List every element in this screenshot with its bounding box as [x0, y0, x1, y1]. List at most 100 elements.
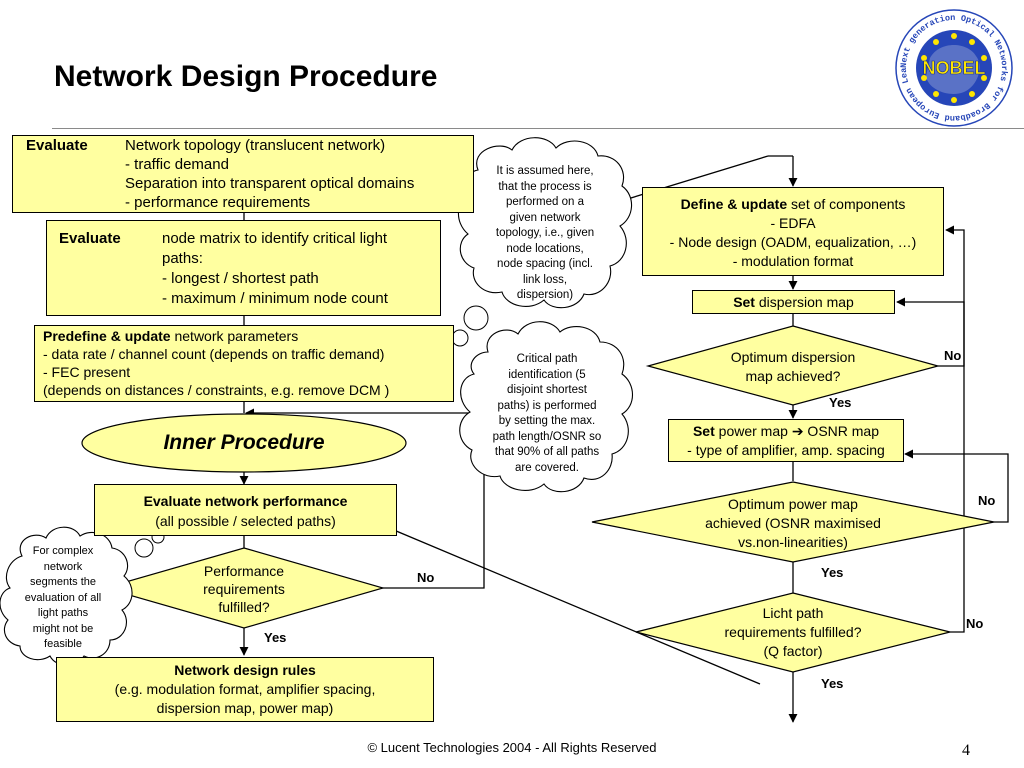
define-components-box: Define & update set of components - EDFA…: [642, 187, 944, 276]
define-line: - Node design (OADM, equalization, …): [669, 234, 917, 250]
set-power-line1: Set power map ➔ OSNR map: [669, 422, 903, 441]
power-diamond-line: Optimum power map: [728, 496, 858, 512]
box1-keyword: Evaluate: [26, 137, 88, 154]
cloud-line: It is assumed here,: [496, 165, 594, 177]
cloud-line: performed on a: [506, 196, 584, 208]
power-diamond: [591, 481, 995, 563]
power-diamond-line: achieved (OSNR maximised: [705, 515, 881, 531]
set-disp-text: Set dispersion map: [693, 293, 894, 312]
cloud-line: that the process is: [498, 180, 592, 193]
disp-no-label: No: [944, 348, 962, 363]
rules-line3: dispersion map, power map): [156, 700, 334, 716]
cloud-line: by setting the max.: [498, 415, 596, 427]
cloud-assumption-text: It is assumed here, that the process is …: [470, 164, 620, 304]
perf-diamond-line: fulfilled?: [218, 599, 270, 615]
predefine-parameters-box: Predefine & update network parameters - …: [34, 325, 454, 402]
box3-first-rest: network parameters: [170, 328, 299, 344]
rules-line2: (e.g. modulation format, amplifier spaci…: [114, 681, 376, 697]
nobel-logo: Next generation Optical Networks for Bro…: [0, 0, 1013, 127]
box1-line: - traffic demand: [125, 156, 229, 173]
define-first-line: Define & update set of components: [643, 195, 943, 214]
cloud-critical-path: [451, 305, 634, 493]
box3-keyword: Predefine & update: [43, 328, 171, 344]
box3-line: - FEC present: [43, 364, 131, 380]
cloud-line: feasible: [44, 638, 82, 650]
cloud-line: dispersion): [516, 289, 574, 301]
cloud-line: Critical path: [516, 353, 578, 365]
box2-line: - maximum / minimum node count: [162, 290, 388, 307]
cloud-line: identification (5: [508, 368, 586, 381]
cloud-line: that 90% of all paths: [494, 446, 600, 458]
connector-licht-no-loop: [945, 225, 965, 633]
dispersion-diamond: [645, 325, 941, 406]
inner-procedure-ellipse: [81, 413, 407, 473]
box2-keyword: Evaluate: [59, 230, 121, 247]
licht-path-diamond: [635, 592, 951, 673]
set-power-rest1: power map: [714, 423, 792, 439]
set-power-box: Set power map ➔ OSNR map - type of ampli…: [668, 419, 904, 462]
connector-perf-no-loop: [245, 408, 485, 589]
box3-line: (depends on distances / constraints, e.g…: [43, 382, 390, 398]
performance-diamond: [102, 547, 386, 629]
cloud-line: might not be: [32, 622, 94, 635]
cloud-line: network: [43, 560, 83, 573]
perf-yes-label: Yes: [264, 630, 287, 645]
title-divider: [52, 128, 1024, 129]
connector-eval-diagonal: [369, 519, 761, 685]
box1-line: - performance requirements: [125, 194, 311, 211]
cloud-line: topology, i.e., given: [495, 227, 595, 239]
box1-line: Network topology (translucent network): [125, 137, 386, 154]
eval-perf-line1: Evaluate network performance: [143, 493, 348, 509]
set-power-rest2: OSNR map: [803, 423, 880, 439]
set-power-keyword: Set: [692, 423, 715, 439]
set-power-line2: - type of amplifier, amp. spacing: [687, 442, 885, 458]
cloud-line: node spacing (incl.: [497, 258, 593, 270]
cloud-line: node locations,: [506, 242, 584, 255]
logo-ring-text: Next generation Optical Networks for Bro…: [0, 0, 1009, 123]
cloud-line: For complex: [32, 545, 94, 557]
licht-diamond-line: Licht path: [762, 605, 824, 621]
cloud-line: light paths: [37, 607, 89, 619]
licht-diamond-line: (Q factor): [763, 643, 823, 659]
power-no-label: No: [978, 493, 996, 508]
disp-diamond-line: map achieved?: [745, 368, 841, 384]
box1-line: Separation into transparent optical doma…: [125, 175, 415, 192]
cloud-line: are covered.: [515, 461, 579, 474]
page-title: Network Design Procedure: [54, 60, 438, 93]
power-diamond-line: vs.non-linearities): [738, 534, 848, 550]
cloud-line: evaluation of all: [24, 591, 102, 604]
box2-line: paths:: [162, 250, 203, 267]
footer-copyright: © Lucent Technologies 2004 - All Rights …: [367, 740, 657, 755]
define-rest: set of components: [787, 196, 906, 212]
cloud-line: paths) is performed: [497, 399, 597, 412]
evaluate-performance-box: Evaluate network performance (all possib…: [94, 484, 397, 536]
box3-first-line: Predefine & update network parameters: [43, 327, 298, 346]
licht-yes-label: Yes: [821, 676, 844, 691]
cloud-line: path length/OSNR so: [492, 430, 602, 443]
cloud-complex-network: [0, 525, 173, 666]
rules-line1: Network design rules: [174, 662, 316, 678]
cloud-line: disjoint shortest: [507, 384, 587, 396]
cloud-line: given network: [509, 211, 581, 224]
page-number: 4: [962, 742, 970, 759]
evaluate-node-matrix-box: Evaluate node matrix to identify critica…: [46, 220, 441, 316]
perf-diamond-line: requirements: [203, 581, 285, 597]
disp-yes-label: Yes: [829, 395, 852, 410]
svg-text:Next generation Optical Networ: Next generation Optical Networks for Bro…: [0, 0, 1009, 123]
design-rules-box: Network design rules (e.g. modulation fo…: [56, 657, 434, 722]
cloud-complex-network-text: For complex network segments the evaluat…: [2, 544, 124, 653]
arrow-icon: ➔: [791, 423, 804, 439]
set-disp-rest: dispersion map: [754, 294, 854, 310]
licht-diamond-line: requirements fulfilled?: [724, 624, 862, 640]
evaluate-topology-box: Evaluate Network topology (translucent n…: [12, 135, 474, 213]
set-dispersion-box: Set dispersion map: [692, 290, 895, 314]
cloud-line: segments the: [29, 576, 97, 588]
set-disp-keyword: Set: [733, 294, 755, 310]
licht-no-label: No: [966, 616, 984, 631]
perf-diamond-line: Performance: [203, 563, 285, 579]
perf-no-label: No: [417, 570, 435, 585]
cloud-critical-path-text: Critical path identification (5 disjoint…: [472, 352, 622, 476]
logo-text: NOBEL: [923, 58, 986, 78]
power-yes-label: Yes: [821, 565, 844, 580]
